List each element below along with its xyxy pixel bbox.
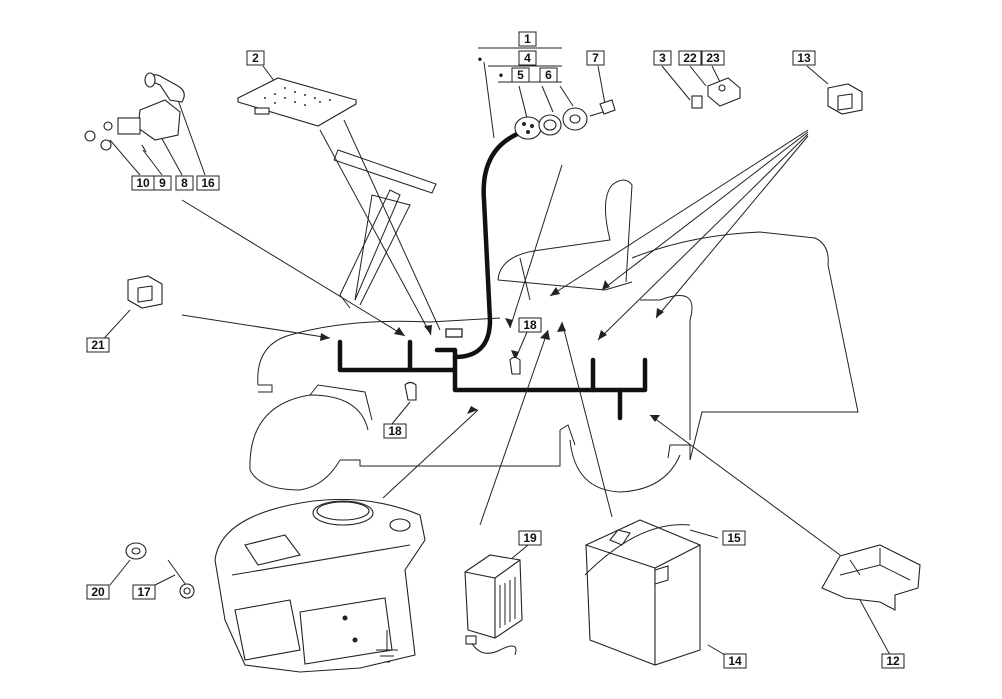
svg-text:19: 19 <box>523 531 537 545</box>
svg-text:7: 7 <box>592 51 599 65</box>
label-6: 6 <box>539 67 558 83</box>
fuse-board-part <box>236 77 358 127</box>
arrowheads <box>320 280 664 422</box>
label-15: 15 <box>722 530 746 546</box>
label-21: 21 <box>86 337 110 353</box>
switch-part-13 <box>827 83 863 115</box>
wiring-harness <box>337 129 648 421</box>
svg-text:18: 18 <box>523 318 537 332</box>
svg-text:16: 16 <box>201 176 215 190</box>
svg-text:14: 14 <box>728 654 742 668</box>
bullet-1: • <box>478 52 482 66</box>
harness-clip-lower <box>404 381 417 401</box>
battery-charger-part <box>464 554 523 656</box>
label-13: 13 <box>792 50 816 66</box>
svg-text:10: 10 <box>136 176 150 190</box>
leader-lines <box>97 47 891 656</box>
label-17: 17 <box>132 584 156 600</box>
svg-text:2: 2 <box>252 51 259 65</box>
fuse-relay-part <box>691 77 741 109</box>
label-7: 7 <box>586 50 605 66</box>
solenoid-part <box>84 72 185 153</box>
part-labels: 1 4 5 6 7 • • 2 3 22 <box>86 31 905 669</box>
ignition-switch-part <box>514 107 588 140</box>
label-4: 4 <box>518 50 537 66</box>
label-19: 19 <box>518 530 542 546</box>
switch-part-21 <box>127 275 163 309</box>
label-12: 12 <box>881 653 905 669</box>
label-22: 22 <box>678 50 702 66</box>
battery-part <box>585 519 701 666</box>
svg-text:15: 15 <box>727 531 741 545</box>
ignition-key-part <box>589 99 616 117</box>
svg-text:12: 12 <box>886 654 900 668</box>
label-5: 5 <box>511 67 530 83</box>
svg-text:17: 17 <box>137 585 151 599</box>
svg-text:3: 3 <box>659 51 666 65</box>
svg-text:6: 6 <box>545 68 552 82</box>
label-2: 2 <box>246 50 265 66</box>
label-18-lower: 18 <box>383 423 407 439</box>
svg-text:21: 21 <box>91 338 105 352</box>
engine-part <box>214 498 426 673</box>
label-23: 23 <box>701 50 725 66</box>
ground-wire-part <box>167 559 195 599</box>
svg-text:9: 9 <box>159 176 166 190</box>
svg-text:1: 1 <box>524 32 531 46</box>
svg-text:4: 4 <box>524 51 531 65</box>
label-18-upper: 18 <box>518 317 542 333</box>
label-1: 1 <box>518 31 537 47</box>
svg-text:20: 20 <box>91 585 105 599</box>
label-8: 8 <box>175 175 194 191</box>
svg-text:18: 18 <box>388 424 402 438</box>
svg-text:5: 5 <box>517 68 524 82</box>
svg-text:22: 22 <box>683 51 697 65</box>
bullet-2: • <box>499 68 503 82</box>
svg-text:23: 23 <box>706 51 720 65</box>
label-16: 16 <box>196 175 220 191</box>
svg-text:13: 13 <box>797 51 811 65</box>
grommet-part <box>125 542 147 560</box>
label-10: 10 <box>131 175 155 191</box>
label-14: 14 <box>723 653 747 669</box>
tractor-outline <box>249 149 859 493</box>
label-20: 20 <box>86 584 110 600</box>
harness-clip-upper <box>509 356 521 375</box>
label-3: 3 <box>653 50 672 66</box>
label-9: 9 <box>153 175 172 191</box>
battery-bracket-part <box>821 544 921 611</box>
battery-strap-part <box>584 524 691 576</box>
svg-text:8: 8 <box>181 176 188 190</box>
